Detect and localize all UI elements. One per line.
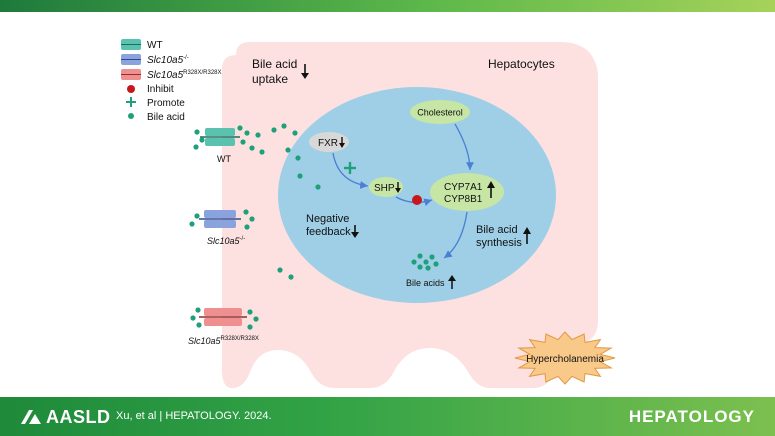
legend-bile-acid-icon — [128, 113, 134, 119]
synthesis-label-line2: synthesis — [476, 237, 522, 249]
aasld-logo-icon — [21, 410, 41, 424]
legend-bile-acid-label: Bile acid — [147, 112, 185, 123]
legend-ko-channel-icon — [121, 54, 141, 65]
fxr-to-shp-arrow — [332, 152, 369, 189]
cyp7a1-label: CYP7A1 — [444, 182, 483, 193]
legend-inhibit-label: Inhibit — [147, 84, 174, 95]
uptake-down-arrow-icon — [301, 64, 309, 79]
aasld-logo-text: AASLD — [46, 406, 111, 427]
synthesis-label-line1: Bile acid — [476, 224, 518, 236]
cyp-enzymes-node — [430, 173, 504, 211]
ko-transporter-label: Slc10a5-/- — [207, 236, 245, 246]
legend: WT Slc10a5-/- Slc10a5R328X/R328X Inhibit… — [121, 39, 222, 123]
legend-wt-channel-icon — [121, 39, 141, 50]
citation-text: Xu, et al | HEPATOLOGY. 2024. — [116, 410, 272, 422]
fxr-node — [309, 132, 349, 152]
synthesis-up-arrow-icon — [523, 227, 531, 244]
wt-transporter-label: WT — [217, 154, 231, 164]
footer-bar: AASLD Xu, et al | HEPATOLOGY. 2024. HEPA… — [0, 397, 775, 436]
cyp-up-arrow-icon — [487, 181, 495, 198]
negative-feedback-line1: Negative — [306, 213, 349, 225]
cyp8b1-label: CYP8B1 — [444, 194, 483, 205]
uptake-label-line1: Bile acid — [252, 57, 297, 71]
bile-acid-dots — [189, 123, 439, 330]
shp-label: SHP — [374, 183, 395, 194]
ko-transporter — [199, 210, 241, 228]
mutant-transporter — [199, 308, 247, 326]
legend-mutant-label: Slc10a5R328X/R328X — [147, 70, 222, 81]
legend-promote-label: Promote — [147, 98, 185, 109]
legend-ko-label: Slc10a5-/- — [147, 55, 189, 66]
legend-inhibit-icon — [127, 85, 135, 93]
shp-node — [369, 177, 403, 197]
bile-acid-pathway-diagram: WT Slc10a5-/- Slc10a5R328X/R328X Inhibit… — [121, 39, 616, 388]
uptake-label-line2: uptake — [252, 72, 288, 86]
negative-feedback-line2: feedback — [306, 226, 351, 238]
fxr-down-arrow-icon — [339, 137, 345, 148]
wt-transporter — [200, 128, 240, 146]
inhibit-icon — [412, 195, 422, 205]
aasld-logo: AASLD — [20, 406, 111, 428]
shp-down-arrow-icon — [395, 182, 401, 193]
legend-wt-label: WT — [147, 40, 163, 51]
promote-plus-icon — [344, 162, 356, 174]
cholesterol-label: Cholesterol — [417, 108, 463, 118]
legend-mutant-channel-icon — [121, 69, 141, 80]
fxr-label: FXR — [318, 138, 338, 149]
hypercholanemia-burst — [514, 331, 616, 385]
hypercholanemia-label: Hypercholanemia — [526, 354, 604, 365]
hepatology-brand: HEPATOLOGY — [628, 407, 755, 426]
legend-promote-icon — [126, 97, 136, 107]
cholesterol-to-cyp-arrow — [454, 123, 474, 171]
top-accent-bar — [0, 0, 775, 12]
bile-acids-up-arrow-icon — [448, 275, 456, 289]
negative-feedback-down-arrow-icon — [351, 225, 359, 238]
cholesterol-node — [410, 100, 470, 124]
mutant-transporter-label: Slc10a5R328X/R328X — [188, 336, 259, 346]
hepatocytes-label: Hepatocytes — [488, 57, 555, 71]
cyp-to-bile-acids-arrow — [443, 211, 468, 259]
bile-acids-label: Bile acids — [406, 278, 445, 288]
